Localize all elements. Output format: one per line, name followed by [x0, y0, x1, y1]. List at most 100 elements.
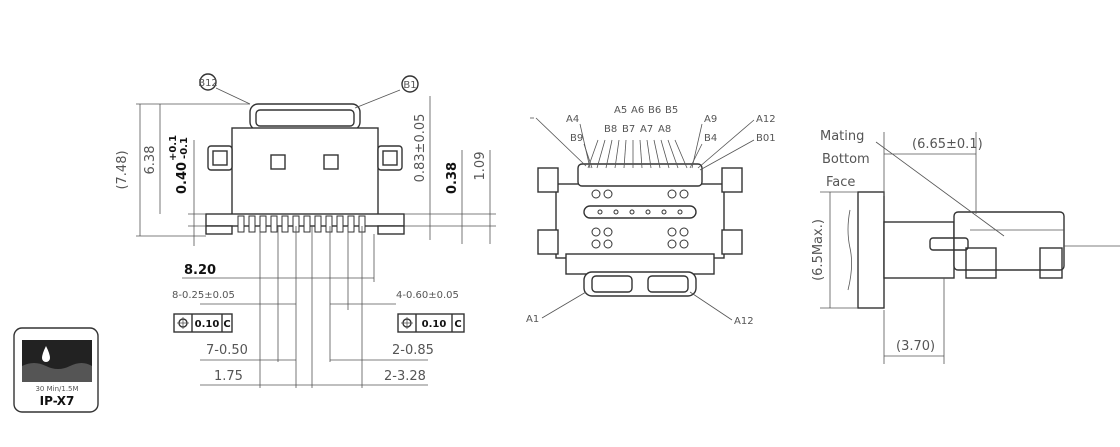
pin-label-a12-top: A12 [756, 114, 776, 125]
contact-hole [667, 239, 677, 249]
contact-hole [679, 189, 689, 199]
solder-pin [237, 215, 245, 233]
contact-hole [603, 239, 613, 249]
mating-line1: Mating [820, 129, 864, 144]
pin-leader-line [639, 139, 643, 169]
solder-pin [281, 215, 289, 233]
left-foot [205, 225, 233, 235]
pin-label-a5: A5 [614, 105, 627, 116]
pin-view-tongue [583, 205, 697, 219]
solder-pin [347, 215, 355, 233]
pin-view-right-lower-ear [721, 229, 743, 255]
ip-x7-badge: 30 Min/1.5M IP-X7 [13, 327, 99, 413]
solder-pin [336, 215, 344, 233]
solder-pin [325, 215, 333, 233]
solder-pin [259, 215, 267, 233]
pin-label-b01: B01 [756, 133, 776, 144]
ip-badge-line2: IP-X7 [40, 394, 75, 408]
contact-dot [597, 209, 603, 215]
callout-b1: B1 [403, 80, 416, 91]
pin-view-left-lower-ear [537, 229, 559, 255]
connector-housing [231, 127, 379, 217]
tol-left-datum: C [223, 319, 230, 330]
pin-label-a6: A6 [631, 105, 644, 116]
contact-dot [677, 209, 683, 215]
contact-hole [667, 227, 677, 237]
pin-leader-line [623, 139, 627, 169]
mating-line3: Face [826, 175, 855, 190]
window-left [270, 154, 286, 170]
pin-label-b5: B5 [665, 105, 678, 116]
dim-2-3-28: 2-3.28 [384, 369, 426, 384]
pin-contact-holes [591, 189, 689, 249]
window-right [323, 154, 339, 170]
pin-leader-line [667, 139, 679, 169]
dim-pitch-left: 8-0.25±0.05 [172, 290, 235, 301]
contact-hole [603, 227, 613, 237]
pin-label-a8: A8 [658, 124, 671, 135]
contact-hole [591, 227, 601, 237]
pin-label-a9: A9 [704, 114, 717, 125]
side-foot-left [965, 247, 997, 279]
tol-frame-right: 0.10 C [397, 313, 465, 333]
pin-label-a12-bottom: A12 [734, 316, 754, 327]
contact-dot [645, 209, 651, 215]
contact-dot [613, 209, 619, 215]
dim-0-83: 0.83±0.05 [413, 114, 428, 183]
pin-leader-line [653, 139, 661, 169]
ip-badge-line1: 30 Min/1.5M [35, 385, 78, 393]
pin-label-b6: B6 [648, 105, 661, 116]
pin-leader-line [614, 139, 620, 169]
contact-hole [603, 189, 613, 199]
tol-frame-left: 0.10 C [173, 313, 233, 333]
side-pin [929, 237, 969, 251]
pin-view: A5 A6 B6 B5 B8 B7 A7 A8 A4 B9 A9 A12 B4 … [526, 105, 776, 327]
solder-pin [303, 215, 311, 233]
pin-view-plug [583, 271, 697, 297]
front-view: B12 B1 (7.48) 6.38 0.40 +0.1 -0.1 0.83±0… [115, 73, 496, 388]
pin-view-right-ear [721, 167, 743, 193]
dim-3-70: (3.70) [896, 339, 935, 354]
dim-8-20: 8.20 [184, 263, 216, 278]
solder-pins [237, 215, 366, 233]
tol-right-datum: C [454, 319, 461, 330]
contact-dot [629, 209, 635, 215]
contact-hole [679, 227, 689, 237]
right-foot [377, 225, 405, 235]
pin-view-left-ear [537, 167, 559, 193]
pin-leader-lines [535, 117, 755, 171]
mating-flange [857, 191, 885, 309]
callout-b12: B12 [198, 78, 218, 89]
pin-view-base [565, 253, 715, 275]
right-side-tab [377, 145, 403, 171]
pin-leader-line [660, 139, 670, 169]
pin-label-b4: B4 [704, 133, 717, 144]
mating-line2: Bottom [822, 152, 870, 167]
contact-dot [661, 209, 667, 215]
dim-0-40-tol-minus: -0.1 [179, 137, 190, 159]
pin-view-housing [555, 183, 725, 259]
dim-0-40-tol-plus: +0.1 [168, 135, 179, 161]
dim-pitch-right: 4-0.60±0.05 [396, 290, 459, 301]
dim-6-5: (6.5Max.) [811, 219, 826, 281]
pin-label-a1: A1 [526, 314, 539, 325]
pin-view-top-cover [577, 163, 703, 187]
pin-label-a7: A7 [640, 124, 653, 135]
b-callout-circle-icon [401, 75, 419, 93]
pin-leader-line [596, 139, 606, 169]
dim-0-40: 0.40 [175, 162, 190, 194]
side-foot-right [1039, 247, 1063, 279]
pin-leader-line [587, 139, 599, 169]
tol-right-value: 0.10 [422, 319, 447, 330]
solder-pin [314, 215, 322, 233]
pin-label-b9: B9 [570, 133, 583, 144]
pin-leader-line [646, 139, 652, 169]
pin-label-a4: A4 [566, 114, 579, 125]
contact-hole [591, 239, 601, 249]
contact-hole [591, 189, 601, 199]
dim-1-75: 1.75 [214, 369, 243, 384]
solder-pin [248, 215, 256, 233]
pin-leader-line [674, 139, 688, 169]
contact-hole [679, 239, 689, 249]
contact-hole [667, 189, 677, 199]
